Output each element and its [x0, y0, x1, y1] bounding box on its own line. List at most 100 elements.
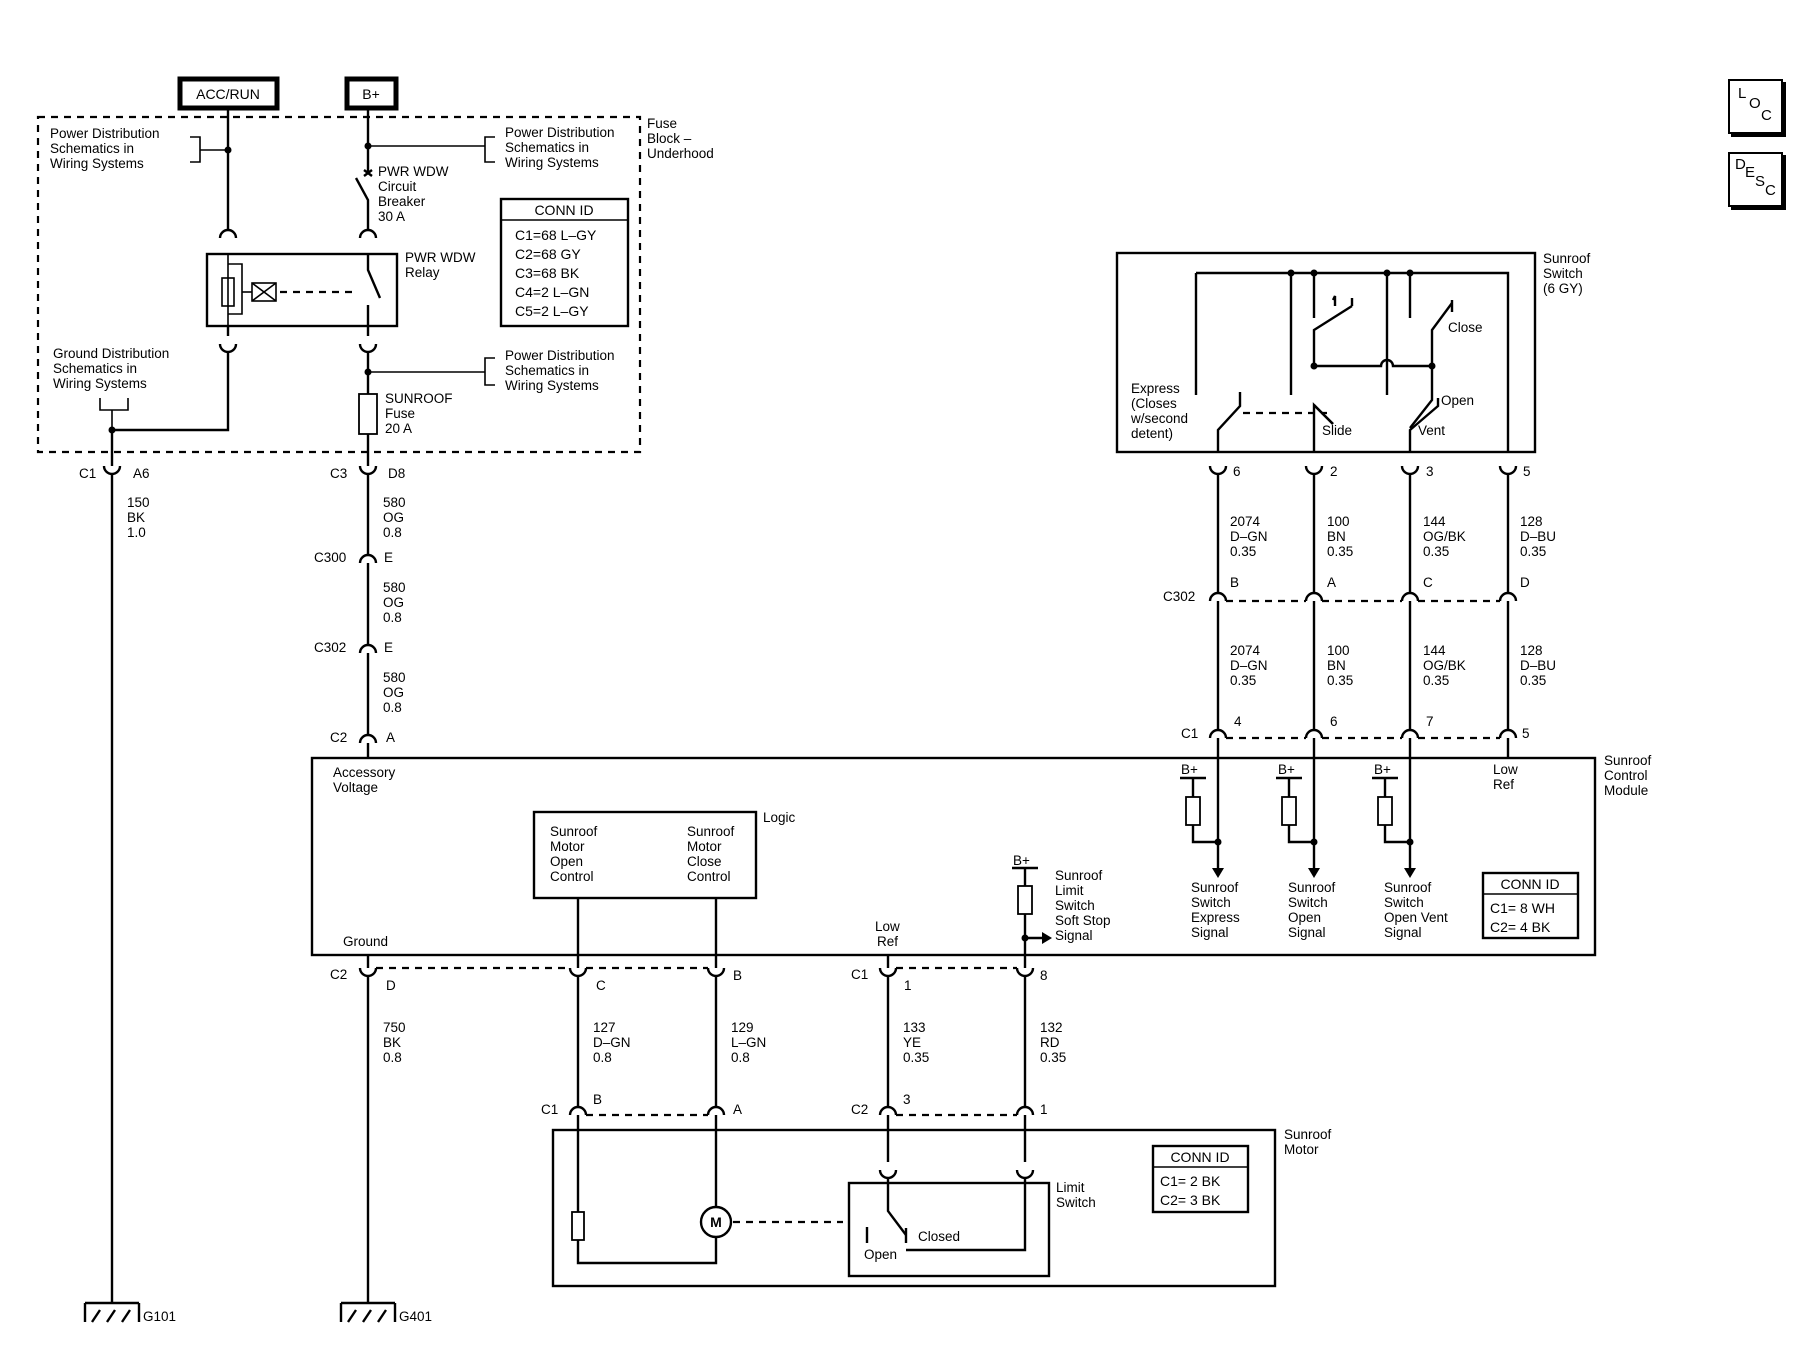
fuse-block-underhood-box	[36, 115, 642, 454]
svg-text:580: 580	[383, 580, 406, 595]
module-conn-id-table	[1481, 871, 1580, 940]
sunroof-switch-title: Sunroof Switch (6 GY)	[1543, 251, 1591, 296]
desc-letter: E	[1745, 164, 1756, 181]
svg-text:w/second: w/second	[1130, 411, 1188, 426]
svg-text:20 A: 20 A	[385, 421, 412, 436]
conn-id-title: CONN ID	[534, 202, 593, 218]
svg-text:Ground Distribution: Ground Distribution	[53, 346, 169, 361]
svg-text:2: 2	[1330, 464, 1338, 479]
pin-label: E	[384, 550, 393, 565]
svg-text:L–GN: L–GN	[731, 1035, 766, 1050]
c1-label: C1	[541, 1102, 558, 1117]
svg-text:D–GN: D–GN	[593, 1035, 631, 1050]
svg-text:Switch: Switch	[1055, 898, 1095, 913]
svg-text:Switch: Switch	[1288, 895, 1328, 910]
svg-text:Sunroof: Sunroof	[1384, 880, 1432, 895]
svg-text:30 A: 30 A	[378, 209, 405, 224]
svg-text:Control: Control	[550, 869, 594, 884]
svg-text:144: 144	[1423, 643, 1446, 658]
svg-text:Wiring Systems: Wiring Systems	[505, 378, 599, 393]
wire-label-133: 133 YE 0.35	[903, 1020, 929, 1065]
wire-label-580-c: 580 OG 0.8	[383, 670, 406, 715]
svg-text:RD: RD	[1040, 1035, 1060, 1050]
desc-letter: D	[1735, 156, 1746, 173]
switch-wire-column-2: 2 100 BN 0.35 A 100 BN 0.35 6	[1304, 464, 1353, 758]
svg-text:B+: B+	[1181, 762, 1198, 777]
svg-text:Low: Low	[1493, 762, 1518, 777]
svg-text:0.35: 0.35	[1040, 1050, 1066, 1065]
fuse-block-conn-id-table	[499, 197, 630, 328]
wire-label-129: 129 L–GN 0.8	[731, 1020, 766, 1065]
power-distribution-ref-right-bottom: Power Distribution Schematics in Wiring …	[368, 348, 615, 393]
bplus-source-box	[344, 76, 399, 111]
low-ref-top-label: Low Ref	[1493, 762, 1518, 792]
svg-text:BK: BK	[383, 1035, 401, 1050]
relay-ground-wire	[112, 352, 230, 432]
svg-text:D–GN: D–GN	[1230, 529, 1268, 544]
svg-text:Sunroof: Sunroof	[1191, 880, 1239, 895]
conn-id-row: C1= 8 WH	[1490, 900, 1555, 916]
svg-text:YE: YE	[903, 1035, 921, 1050]
soft-stop-signal-label: Sunroof Limit Switch Soft Stop Signal	[1055, 868, 1111, 943]
loc-letter: C	[1761, 107, 1772, 124]
logic-block	[532, 810, 758, 900]
circuit-breaker-symbol	[354, 169, 373, 225]
c2-connector	[358, 967, 726, 978]
pin-label: B	[733, 968, 742, 983]
svg-text:4: 4	[1234, 714, 1242, 729]
svg-text:Power Distribution: Power Distribution	[505, 348, 615, 363]
c1-label: C1	[1181, 726, 1198, 741]
connector-c302-e	[358, 643, 378, 654]
svg-text:G401: G401	[399, 1309, 432, 1324]
svg-text:Control: Control	[687, 869, 731, 884]
pin-label: A6	[133, 466, 150, 481]
conn-id-row: C2= 4 BK	[1490, 919, 1551, 935]
svg-text:129: 129	[731, 1020, 754, 1035]
svg-text:Power Distribution: Power Distribution	[50, 126, 160, 141]
sunroof-fuse-label: SUNROOF Fuse 20 A	[385, 391, 453, 436]
wire-label-580-b: 580 OG 0.8	[383, 580, 406, 625]
pin-label: 1	[1040, 1102, 1048, 1117]
motor-conn-id-table	[1151, 1144, 1250, 1214]
svg-text:Voltage: Voltage	[333, 780, 378, 795]
svg-text:Motor: Motor	[687, 839, 722, 854]
connector-c300-e	[358, 553, 378, 564]
conn-id-row: C1= 2 BK	[1160, 1173, 1221, 1189]
svg-text:Schematics in: Schematics in	[50, 141, 134, 156]
express-signal-pullup: B+	[1180, 758, 1224, 878]
svg-text:127: 127	[593, 1020, 616, 1035]
svg-text:Wiring Systems: Wiring Systems	[505, 155, 599, 170]
svg-text:Open: Open	[1288, 910, 1321, 925]
limit-switch-contacts: Closed Open	[864, 1178, 1027, 1262]
svg-text:BN: BN	[1327, 658, 1346, 673]
svg-text:Module: Module	[1604, 783, 1648, 798]
svg-text:Relay: Relay	[405, 265, 440, 280]
svg-text:0.8: 0.8	[383, 1050, 402, 1065]
loc-button[interactable]: L O C	[1728, 79, 1783, 134]
svg-text:PWR WDW: PWR WDW	[378, 164, 449, 179]
desc-button[interactable]: D E S C	[1728, 152, 1783, 207]
svg-text:Motor: Motor	[1284, 1142, 1319, 1157]
svg-text:SUNROOF: SUNROOF	[385, 391, 453, 406]
connector-label: C302	[314, 640, 346, 655]
svg-text:0.35: 0.35	[1520, 673, 1546, 688]
relay-switch-symbol	[366, 254, 382, 326]
svg-text:Close: Close	[1448, 320, 1483, 335]
svg-text:Fuse: Fuse	[385, 406, 415, 421]
svg-text:132: 132	[1040, 1020, 1063, 1035]
svg-text:0.35: 0.35	[1520, 544, 1546, 559]
pin-label: E	[384, 640, 393, 655]
sunroof-control-module-title: Sunroof Control Module	[1604, 753, 1652, 798]
circuit-breaker-label: PWR WDW Circuit Breaker 30 A	[378, 164, 449, 224]
ground-symbol-g401: G401	[339, 1301, 432, 1324]
svg-text:Sunroof: Sunroof	[1055, 868, 1103, 883]
relay-connector-top	[218, 228, 378, 239]
svg-text:0.35: 0.35	[1230, 544, 1256, 559]
svg-text:0.35: 0.35	[1230, 673, 1256, 688]
motor-c2-connector	[878, 1105, 1035, 1116]
svg-text:(6 GY): (6 GY)	[1543, 281, 1583, 296]
svg-text:0.8: 0.8	[383, 525, 402, 540]
svg-text:Sunroof: Sunroof	[1284, 1127, 1332, 1142]
svg-text:Open: Open	[864, 1247, 897, 1262]
svg-text:Schematics in: Schematics in	[505, 363, 589, 378]
